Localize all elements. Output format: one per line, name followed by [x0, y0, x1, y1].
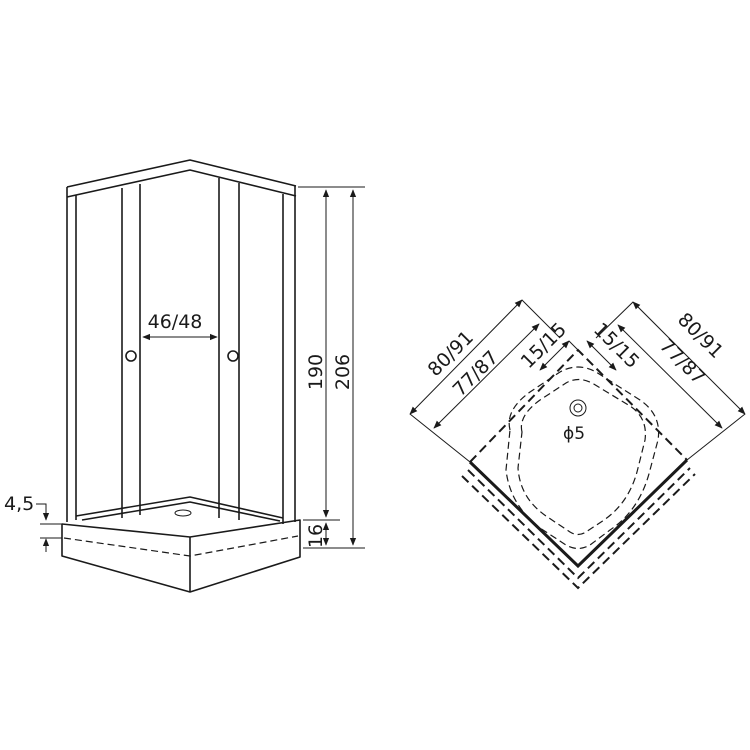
height-total-dimension: 206 — [303, 186, 365, 549]
corner-right-label: 15/15 — [589, 319, 643, 373]
drain-label: ϕ5 — [563, 424, 585, 444]
tray-height-label: 16 — [305, 524, 327, 548]
height-total-label: 206 — [332, 354, 354, 390]
cabin-top-frame — [66, 159, 297, 198]
drain: ϕ5 — [563, 399, 587, 444]
left-door-handle — [125, 350, 137, 362]
tray-height-dimension: 16 — [305, 522, 330, 548]
tray-outline — [461, 348, 696, 590]
cabin-bottom-rails — [75, 496, 284, 522]
tray-basin — [505, 366, 660, 550]
side-view: 46/48 190 206 16 4,5 — [4, 159, 365, 593]
outer-left-dimension: 80/91 — [409, 299, 561, 463]
right-door-handle — [227, 350, 239, 362]
width-dimension: 46/48 — [142, 311, 218, 341]
shower-tray — [61, 519, 301, 593]
cabin-left-posts — [66, 184, 141, 522]
tray-step-label: 4,5 — [4, 493, 34, 515]
tray-step-dimension: 4,5 — [4, 493, 62, 552]
corner-right-dimension: 15/15 — [586, 319, 643, 373]
width-label: 46/48 — [148, 311, 203, 333]
height-inner-label: 190 — [305, 354, 327, 390]
corner-left-dimension: 15/15 — [517, 319, 579, 373]
height-inner-dimension: 190 — [298, 186, 340, 521]
cabin-right-posts — [218, 178, 296, 524]
top-view: ϕ5 80/91 77/87 15/15 80/91 — [409, 299, 746, 590]
